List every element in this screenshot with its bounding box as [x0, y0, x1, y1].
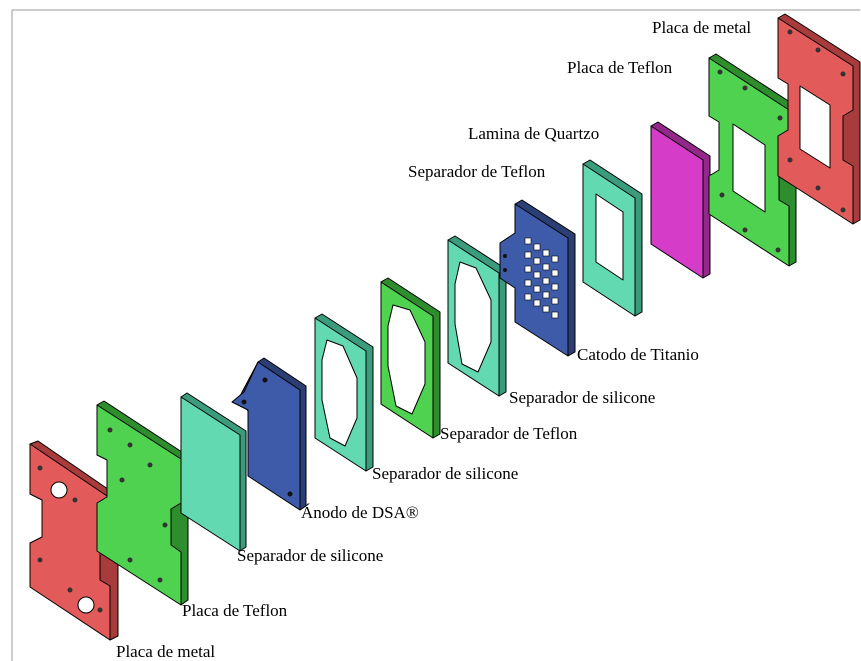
silicone-separator-2 — [314, 313, 374, 472]
quartz-sheet — [650, 121, 711, 279]
label-catodo-titanio: Catodo de Titanio — [577, 345, 699, 364]
teflon-plate-bottom — [96, 400, 189, 606]
metal-plate-top — [777, 13, 861, 225]
teflon-separator-mid — [380, 277, 441, 439]
label-separador-teflon-top: Separador de Teflon — [408, 162, 546, 181]
dsa-anode — [231, 357, 307, 511]
label-separador-silicone-1: Separador de silicone — [237, 546, 383, 565]
label-separador-silicone-3: Separador de silicone — [509, 388, 655, 407]
teflon-plate-top — [708, 53, 797, 267]
label-lamina-quartzo: Lamina de Quartzo — [468, 124, 599, 143]
metal-plate-bottom — [29, 440, 119, 641]
label-placa-teflon-top: Placa de Teflon — [567, 58, 673, 77]
label-placa-metal-top: Placa de metal — [652, 18, 751, 37]
teflon-separator-top — [582, 159, 643, 317]
silicone-separator-3 — [447, 235, 507, 397]
label-anodo-dsa: Ánodo de DSA® — [301, 503, 419, 522]
silicone-separator-1 — [180, 392, 247, 552]
label-separador-silicone-2: Separador de silicone — [372, 464, 518, 483]
label-placa-metal-bottom: Placa de metal — [116, 642, 215, 661]
cathode-perforation-grid — [524, 237, 559, 319]
label-placa-teflon-bottom: Placa de Teflon — [182, 601, 288, 620]
label-separador-teflon-mid: Separador de Teflon — [440, 424, 578, 443]
titanium-cathode — [499, 199, 576, 357]
